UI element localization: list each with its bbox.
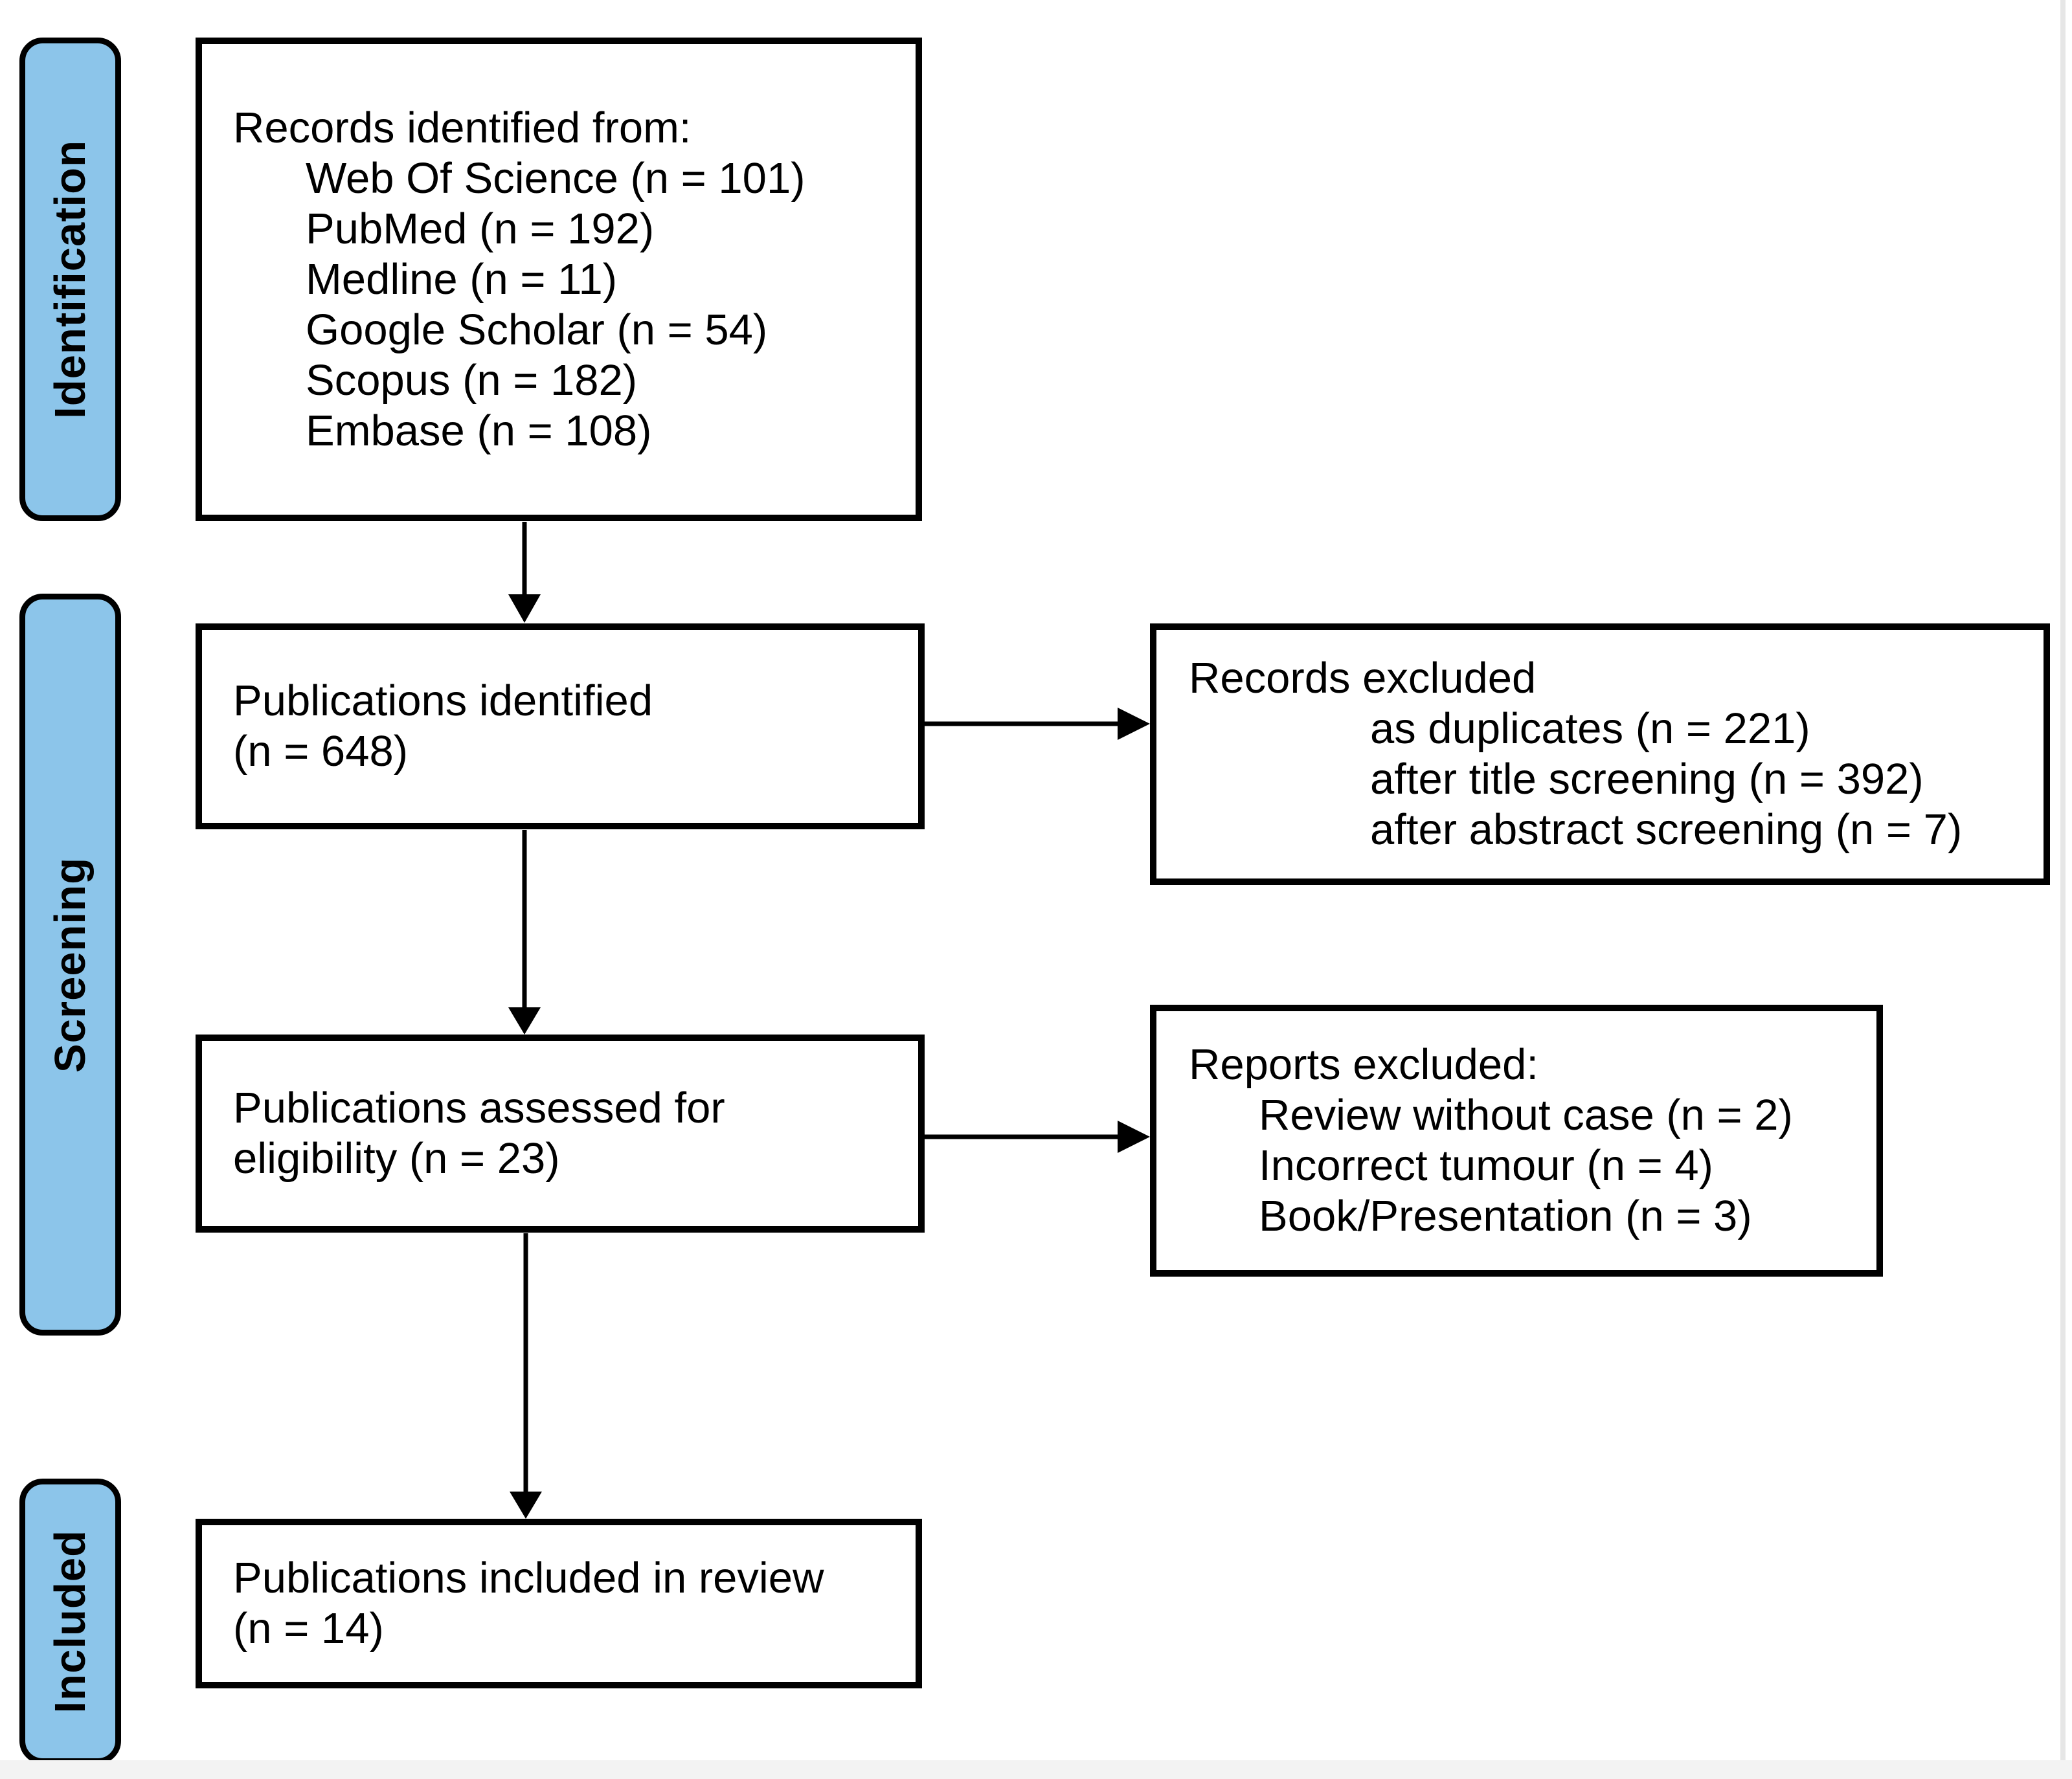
box-reports-excluded: Reports excluded: Review without case (n… [1150, 1005, 1883, 1277]
arrow-right-records-excluded [922, 708, 1150, 740]
box-publications-assessed: Publications assessed for eligibility (n… [196, 1035, 925, 1233]
exclusion-item: Book/Presentation (n = 3) [1259, 1192, 1752, 1240]
page-edge-bottom [0, 1760, 2072, 1779]
stage-bar-screening: Screening [19, 594, 121, 1336]
source-item: PubMed (n = 192) [306, 204, 655, 253]
arrow-down-assessed-to-included [510, 1233, 542, 1519]
box-publications-included-count: (n = 14) [233, 1604, 384, 1653]
box-publications-identified-line: Publications identified [233, 677, 653, 725]
stage-label-identification: Identification [46, 140, 95, 419]
box-publications-assessed-count: eligibility (n = 23) [233, 1134, 560, 1183]
source-item: Scopus (n = 182) [306, 355, 638, 405]
stage-bar-identification: Identification [19, 38, 121, 521]
arrow-down-screened-to-assessed [508, 830, 541, 1035]
box-publications-identified-count: (n = 648) [233, 727, 409, 776]
exclusion-item: after title screening (n = 392) [1370, 755, 1924, 803]
source-item: Web Of Science (n = 101) [306, 153, 805, 203]
box-records-identified-title: Records identified from: [233, 103, 692, 152]
box-reports-excluded-title: Reports excluded: [1189, 1040, 1539, 1089]
page-edge-right [2060, 0, 2066, 1779]
box-publications-included: Publications included in review (n = 14) [196, 1519, 922, 1688]
exclusion-item: Incorrect tumour (n = 4) [1259, 1141, 1713, 1190]
source-item: Google Scholar (n = 54) [306, 305, 768, 354]
box-publications-assessed-line: Publications assessed for [233, 1084, 725, 1132]
box-records-excluded-title: Records excluded [1189, 654, 1537, 702]
box-records-identified: Records identified from: Web Of Science … [196, 38, 922, 521]
arrow-right-reports-excluded [922, 1121, 1150, 1153]
exclusion-item: after abstract screening (n = 7) [1370, 805, 1963, 854]
stage-label-screening: Screening [46, 856, 95, 1073]
stage-label-included: Included [46, 1529, 95, 1714]
stage-bar-included: Included [19, 1479, 121, 1764]
exclusion-item: Review without case (n = 2) [1259, 1091, 1793, 1139]
box-publications-included-line: Publications included in review [233, 1554, 824, 1602]
source-item: Medline (n = 11) [306, 254, 618, 304]
arrow-down-identified-to-screened [508, 522, 541, 623]
exclusion-item: as duplicates (n = 221) [1370, 704, 1810, 753]
box-publications-identified: Publications identified (n = 648) [196, 623, 925, 829]
source-item: Embase (n = 108) [306, 406, 652, 455]
box-records-excluded: Records excluded as duplicates (n = 221)… [1150, 623, 2050, 885]
